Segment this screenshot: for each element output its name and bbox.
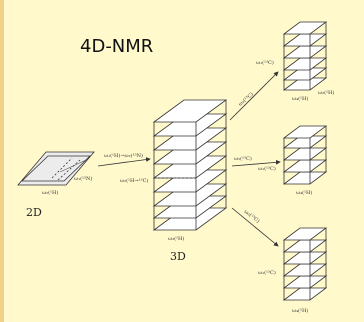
arrow-3d-to-4d-bot bbox=[231, 207, 279, 247]
cube-4d-bot bbox=[282, 227, 328, 301]
arrow-3d-top-label: ω₂(¹³C) bbox=[237, 91, 255, 108]
cube-3d-x-label: ω₃(¹H) bbox=[168, 235, 184, 242]
cube-4d-top-side-label: ω₁(¹³C) bbox=[256, 59, 274, 66]
arrow-3d-mid-label: ω₂(¹³C) bbox=[234, 155, 252, 162]
label-3d: 3D bbox=[170, 250, 186, 263]
plane-2d-y-label: ω₁(¹⁵N) bbox=[74, 175, 92, 182]
arrow-3d-to-4d-top bbox=[229, 71, 279, 121]
label-2d: 2D bbox=[26, 206, 42, 219]
arrow-3d-to-4d-mid bbox=[231, 159, 281, 167]
plane-2d bbox=[17, 151, 95, 186]
cube-4d-mid bbox=[282, 125, 328, 185]
cube-4d-top-right-label: ω₂(¹H) bbox=[318, 89, 334, 96]
arrow-2d-to-3d bbox=[97, 157, 151, 167]
cube-4d-top bbox=[282, 21, 328, 91]
cube-4d-mid-bottom-label: ω₄(¹H) bbox=[296, 189, 312, 196]
plane-2d-x-label: ω₂(¹H) bbox=[42, 189, 58, 196]
cube-4d-bot-bottom-label: ω₄(¹H) bbox=[292, 307, 308, 314]
arrow-2d-to-3d-label: ω₁(¹H)→ω₂(¹⁵N) bbox=[104, 152, 143, 159]
cube-3d-y-label: ω₂(¹H→¹³C) bbox=[120, 177, 148, 184]
cube-3d bbox=[152, 99, 228, 231]
cube-4d-mid-side-label: ω₁(¹³C) bbox=[258, 165, 276, 172]
cube-4d-bot-side-label: ω₁(¹³C) bbox=[258, 269, 276, 276]
diagram-title: 4D-NMR bbox=[80, 36, 154, 57]
arrow-3d-bot-label: ω₂(¹³C) bbox=[243, 208, 261, 225]
cube-4d-top-bottom-label: ω₄(¹H) bbox=[292, 95, 308, 102]
